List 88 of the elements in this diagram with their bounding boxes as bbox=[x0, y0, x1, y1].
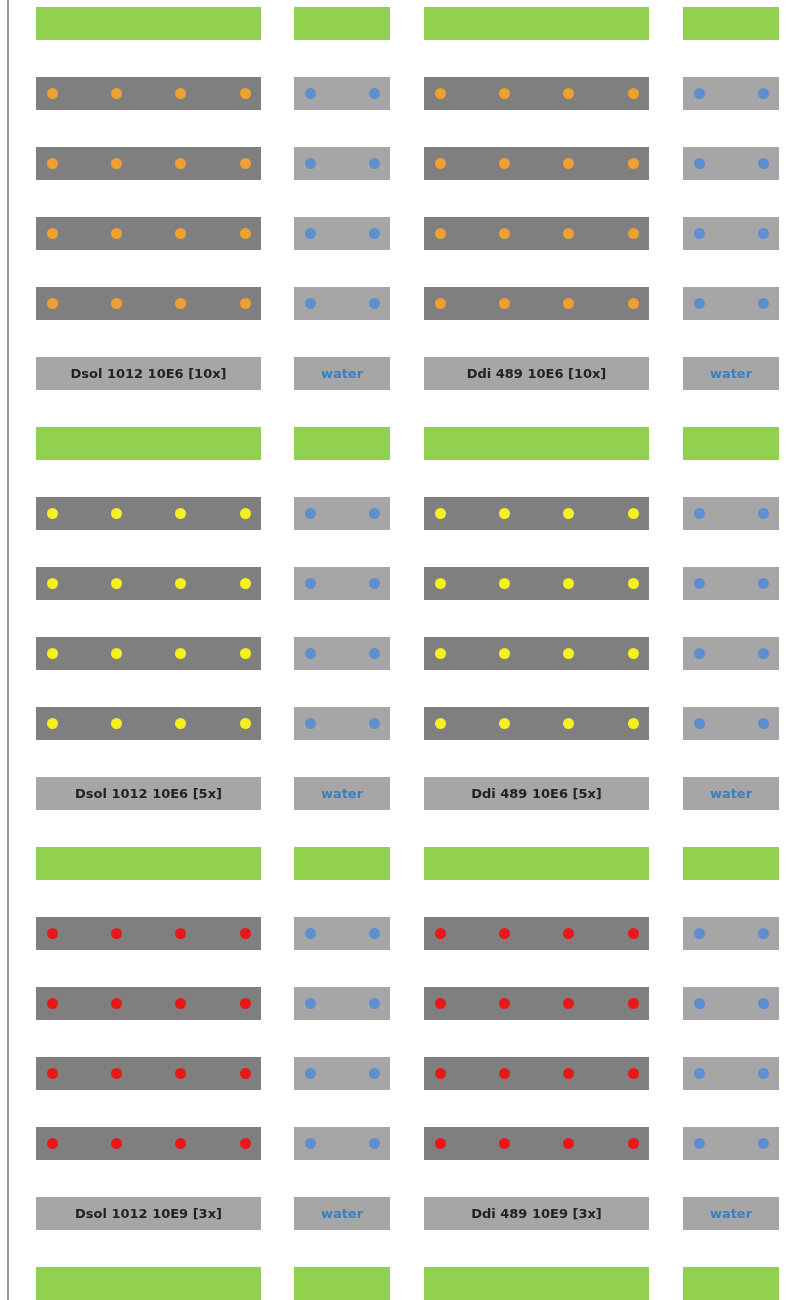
water-label-box bbox=[683, 1197, 779, 1230]
control-row-bar bbox=[683, 77, 779, 110]
treatment-label: Ddi 489 10E6 [5x] bbox=[471, 786, 602, 801]
treatment-label: Ddi 489 10E6 [10x] bbox=[466, 366, 607, 381]
water-label-box bbox=[683, 357, 779, 390]
water-label-box bbox=[683, 777, 779, 810]
border-strip bbox=[424, 427, 649, 460]
water-label: water bbox=[320, 1206, 364, 1221]
treatment-label: Dsol 1012 10E6 [10x] bbox=[70, 366, 227, 381]
plant-row-bar bbox=[424, 497, 649, 530]
water-label: water bbox=[709, 786, 753, 801]
plant-row-bar bbox=[424, 987, 649, 1020]
water-label: water bbox=[709, 1206, 753, 1221]
water-label-box bbox=[294, 1197, 390, 1230]
plant-row-bar bbox=[424, 1127, 649, 1160]
control-row-bar bbox=[294, 987, 390, 1020]
control-row-bar bbox=[294, 287, 390, 320]
border-strip bbox=[683, 7, 779, 40]
plant-row-bar bbox=[36, 917, 261, 950]
control-row-bar bbox=[294, 917, 390, 950]
plant-row-bar bbox=[36, 1057, 261, 1090]
control-row-bar bbox=[294, 567, 390, 600]
control-row-bar bbox=[683, 1057, 779, 1090]
border-strip bbox=[294, 427, 390, 460]
control-row-bar bbox=[294, 77, 390, 110]
control-row-bar bbox=[294, 707, 390, 740]
plant-row-bar bbox=[36, 77, 261, 110]
border-strip bbox=[294, 1267, 390, 1300]
plant-row-bar bbox=[36, 707, 261, 740]
control-row-bar bbox=[683, 497, 779, 530]
control-row-bar bbox=[683, 567, 779, 600]
water-label: water bbox=[709, 366, 753, 381]
plant-row-bar bbox=[36, 567, 261, 600]
control-row-bar bbox=[683, 217, 779, 250]
treatment-label: Dsol 1012 10E6 [5x] bbox=[75, 786, 222, 801]
plant-row-bar bbox=[36, 287, 261, 320]
treatment-label-box bbox=[36, 777, 261, 810]
treatment-label-box bbox=[424, 357, 649, 390]
plant-row-bar bbox=[36, 637, 261, 670]
control-row-bar bbox=[683, 707, 779, 740]
border-strip bbox=[36, 427, 261, 460]
water-label-box bbox=[294, 777, 390, 810]
control-row-bar bbox=[294, 637, 390, 670]
treatment-label: Ddi 489 10E9 [3x] bbox=[471, 1206, 602, 1221]
treatment-label: Dsol 1012 10E9 [3x] bbox=[75, 1206, 222, 1221]
control-row-bar bbox=[294, 217, 390, 250]
plant-row-bar bbox=[424, 637, 649, 670]
water-label: water bbox=[320, 786, 364, 801]
control-row-bar bbox=[683, 1127, 779, 1160]
control-row-bar bbox=[683, 287, 779, 320]
plant-row-bar bbox=[36, 217, 261, 250]
plant-row-bar bbox=[36, 497, 261, 530]
plant-row-bar bbox=[424, 567, 649, 600]
control-row-bar bbox=[294, 1127, 390, 1160]
control-row-bar bbox=[294, 147, 390, 180]
plant-row-bar bbox=[36, 987, 261, 1020]
control-row-bar bbox=[294, 497, 390, 530]
plant-row-bar bbox=[424, 217, 649, 250]
control-row-bar bbox=[683, 917, 779, 950]
plant-row-bar bbox=[424, 77, 649, 110]
control-row-bar bbox=[683, 987, 779, 1020]
plant-row-bar bbox=[424, 147, 649, 180]
border-strip bbox=[683, 847, 779, 880]
control-row-bar bbox=[683, 637, 779, 670]
border-strip bbox=[36, 847, 261, 880]
border-strip bbox=[683, 1267, 779, 1300]
border-strip bbox=[424, 1267, 649, 1300]
treatment-label-box bbox=[424, 1197, 649, 1230]
plant-row-bar bbox=[424, 917, 649, 950]
border-strip bbox=[294, 7, 390, 40]
border-strip bbox=[683, 427, 779, 460]
treatment-label-box bbox=[36, 357, 261, 390]
border-strip bbox=[424, 7, 649, 40]
plant-row-bar bbox=[36, 147, 261, 180]
border-strip bbox=[294, 847, 390, 880]
border-strip bbox=[36, 1267, 261, 1300]
treatment-label-box bbox=[36, 1197, 261, 1230]
water-label-box bbox=[294, 357, 390, 390]
treatment-label-box bbox=[424, 777, 649, 810]
control-row-bar bbox=[294, 1057, 390, 1090]
plant-row-bar bbox=[424, 707, 649, 740]
border-strip bbox=[36, 7, 261, 40]
plant-row-bar bbox=[36, 1127, 261, 1160]
plant-row-bar bbox=[424, 287, 649, 320]
border-strip bbox=[424, 847, 649, 880]
plant-row-bar bbox=[424, 1057, 649, 1090]
water-label: water bbox=[320, 366, 364, 381]
control-row-bar bbox=[683, 147, 779, 180]
